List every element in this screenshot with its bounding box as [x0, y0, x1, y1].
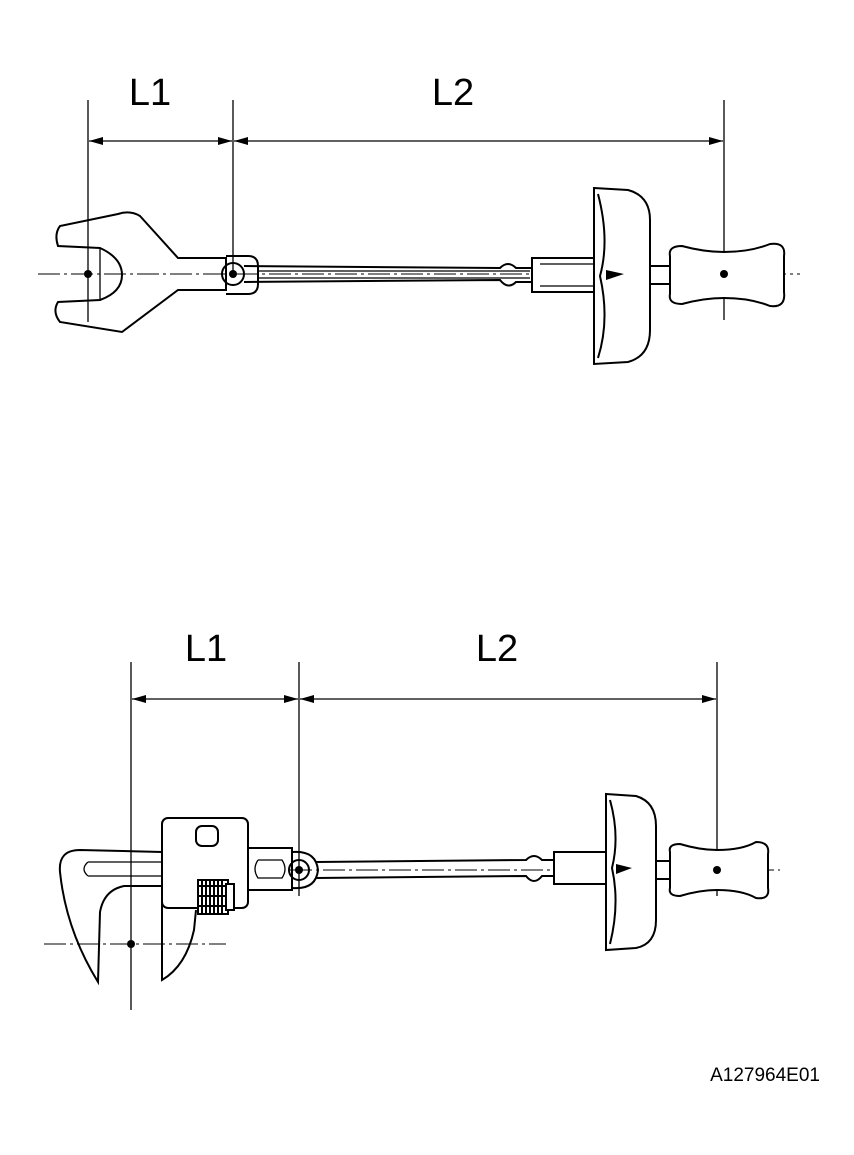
l2-label: L2	[476, 628, 518, 670]
pivot-hole	[288, 859, 310, 881]
pivot-center-point	[229, 270, 237, 278]
pivot-boss	[291, 850, 320, 890]
handle-center-point	[713, 866, 721, 874]
dial-pointer	[616, 864, 632, 874]
open-end-jaw	[54, 211, 227, 334]
scale-dial	[593, 186, 651, 366]
handle-center-point	[720, 270, 728, 278]
movable-jaw	[161, 892, 197, 982]
l1-label: L1	[185, 628, 227, 670]
adjuster-window	[195, 825, 219, 847]
figure-1-open-end-extension: L1 L2	[38, 72, 800, 366]
figure-2-adjustable-extension: L1 L2	[44, 628, 780, 1010]
beam-rod	[243, 263, 532, 287]
pivot-boss	[226, 255, 259, 295]
pivot-center-point	[295, 866, 303, 874]
handle-shank	[649, 265, 671, 285]
indicator-housing	[531, 257, 597, 293]
l1-label: L1	[129, 72, 171, 114]
dial-pointer	[606, 270, 624, 280]
jaw-slot	[83, 861, 162, 877]
l2-label: L2	[432, 72, 474, 114]
jaw-center-point	[84, 270, 92, 278]
arm-slot	[254, 859, 286, 879]
hook-jaw	[58, 848, 163, 986]
scale-dial-face	[609, 799, 617, 945]
scale-dial-face	[597, 193, 606, 359]
pivot-hole	[221, 262, 245, 286]
jaw-center-point	[127, 940, 135, 948]
figure-code: A127964E01	[710, 1065, 820, 1086]
knurled-nut	[197, 879, 235, 915]
scale-dial	[605, 792, 657, 952]
beam-rod	[315, 855, 556, 882]
indicator-housing	[553, 851, 609, 885]
arm-to-pivot	[248, 847, 293, 891]
